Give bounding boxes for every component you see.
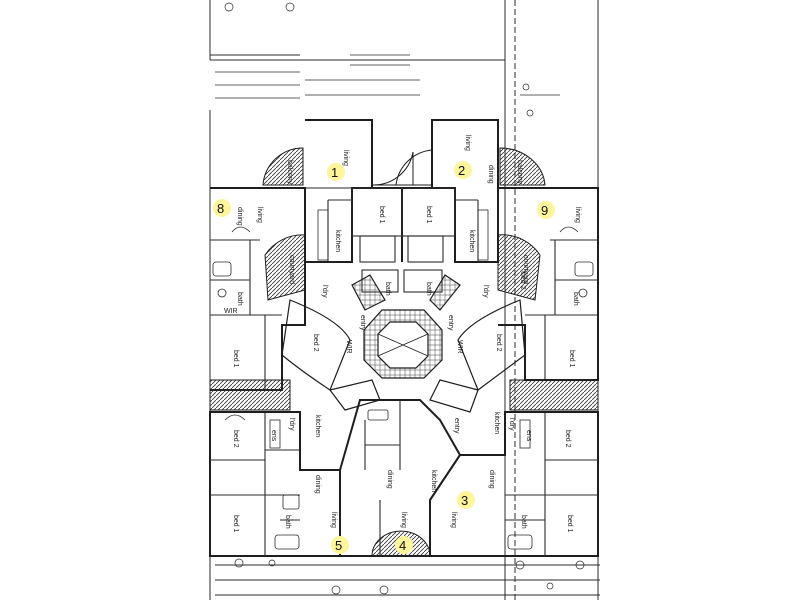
unit-markers: 1 2 3 4 5 8 9 bbox=[213, 161, 555, 554]
fixtures bbox=[212, 209, 594, 550]
room-label-kitchen: kitchen bbox=[468, 230, 475, 252]
room-label-living: living bbox=[464, 135, 471, 151]
room-label-living: living bbox=[342, 150, 349, 166]
unit-highlight bbox=[457, 491, 475, 509]
room-label-kitchen: kitchen bbox=[493, 412, 500, 434]
balconies bbox=[209, 147, 599, 557]
room-label-bed1: bed 1 bbox=[425, 206, 432, 224]
room-label-dining: dining bbox=[314, 475, 321, 494]
room-label-bath: bath bbox=[572, 292, 579, 306]
unit-highlight bbox=[454, 161, 472, 179]
room-label-bed1: bed 1 bbox=[232, 515, 239, 533]
room-label-dining: dining bbox=[487, 165, 494, 184]
room-label-ldry: l'dry bbox=[321, 285, 328, 298]
room-label-bath: bath bbox=[520, 515, 527, 529]
room-label-bed1: bed 1 bbox=[378, 206, 385, 224]
unit-highlight bbox=[213, 199, 231, 217]
room-label-bed2: bed 2 bbox=[564, 430, 571, 448]
dimension-lines-bottom bbox=[234, 558, 585, 595]
dimension-lines-top bbox=[215, 2, 560, 117]
room-label-balcony: balcony bbox=[516, 160, 523, 185]
room-label-balcony: balcony bbox=[286, 160, 293, 185]
room-label-living: living bbox=[450, 512, 457, 528]
site-boundary bbox=[209, 0, 600, 600]
room-label-bed2: bed 2 bbox=[232, 430, 239, 448]
unit-number: 9 bbox=[541, 203, 548, 218]
unit-marker: 9 bbox=[537, 201, 555, 219]
room-label-bath: bath bbox=[384, 282, 391, 296]
central-core bbox=[281, 274, 526, 413]
room-label-kitchen: kitchen bbox=[334, 230, 341, 252]
room-label-ens: ens bbox=[270, 430, 277, 442]
room-label-bed2: bed 2 bbox=[519, 272, 526, 290]
unit-marker: 4 bbox=[395, 536, 413, 554]
unit-marker: 8 bbox=[213, 199, 231, 217]
room-label-entry: entry bbox=[447, 315, 454, 331]
room-label-courtyard: courtyard bbox=[522, 255, 529, 284]
unit-highlight bbox=[537, 201, 555, 219]
unit-number: 4 bbox=[399, 538, 406, 553]
unit-marker: 3 bbox=[457, 491, 475, 509]
room-label-ldry: l'dry bbox=[508, 418, 515, 431]
room-label-wir: WIR bbox=[224, 308, 238, 315]
unit-highlight bbox=[327, 163, 345, 181]
room-label-bed1: bed 1 bbox=[566, 515, 573, 533]
room-label-living: living bbox=[330, 512, 337, 528]
room-label-wir: WIR bbox=[345, 340, 352, 354]
room-label-kitchen: kitchen bbox=[314, 415, 321, 437]
unit-number: 1 bbox=[331, 165, 338, 180]
room-label-bed2: bed 2 bbox=[495, 334, 502, 352]
room-label-ldry: l'dry bbox=[288, 418, 295, 431]
room-label-bed1: bed 1 bbox=[232, 350, 239, 368]
room-label-entry: entry bbox=[453, 418, 460, 434]
room-label-courtyard: courtyard bbox=[288, 255, 295, 284]
room-label-wir: WIR bbox=[456, 340, 463, 354]
room-label-living: living bbox=[400, 512, 407, 528]
room-labels: living living dining dining living livin… bbox=[224, 135, 581, 533]
room-label-bed1: bed 1 bbox=[568, 350, 575, 368]
unit-number: 2 bbox=[458, 163, 465, 178]
room-label-bath: bath bbox=[284, 515, 291, 529]
unit-marker: 1 bbox=[327, 163, 345, 181]
unit-number: 3 bbox=[461, 493, 468, 508]
room-label-kitchen: kitchen bbox=[430, 470, 437, 492]
room-label-entry: entry bbox=[359, 315, 366, 331]
unit-marker: 5 bbox=[331, 536, 349, 554]
room-label-bath: bath bbox=[425, 282, 432, 296]
unit-number: 5 bbox=[335, 538, 342, 553]
room-label-dining: dining bbox=[236, 207, 243, 226]
room-label-living: living bbox=[574, 207, 581, 223]
room-label-ldry: l'dry bbox=[482, 285, 489, 298]
room-label-bed2: bed 2 bbox=[312, 334, 319, 352]
room-label-living: living bbox=[256, 207, 263, 223]
unit-marker: 2 bbox=[454, 161, 472, 179]
room-label-dining: dining bbox=[488, 470, 495, 489]
room-label-bath: bath bbox=[236, 292, 243, 306]
room-label-ens: ens bbox=[525, 430, 532, 442]
unit-highlight bbox=[395, 536, 413, 554]
unit-number: 8 bbox=[217, 201, 224, 216]
unit-highlight bbox=[331, 536, 349, 554]
room-label-dining: dining bbox=[386, 470, 393, 489]
